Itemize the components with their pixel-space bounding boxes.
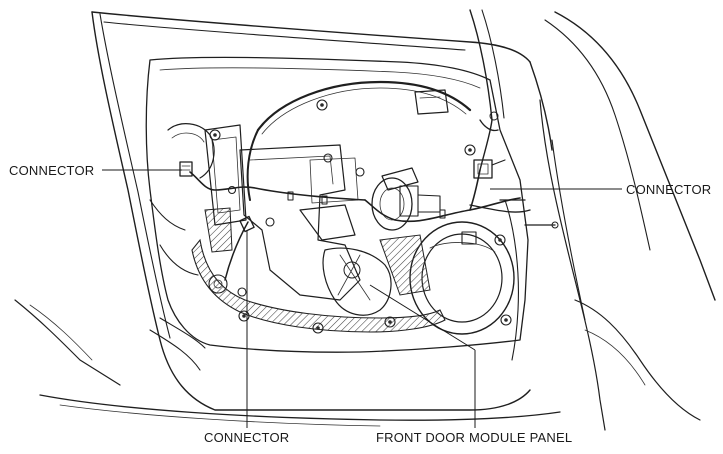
window-regulator-cable	[246, 80, 472, 201]
door-outer-frame	[14, 9, 716, 431]
inner-handle-area	[149, 123, 215, 276]
inner-panel-outline	[145, 56, 529, 361]
connector-label-left: CONNECTOR	[9, 163, 94, 178]
regulator-bracket	[204, 124, 392, 316]
module-panel-hatched-rib	[191, 207, 446, 333]
callout-leaders	[102, 169, 622, 428]
connector-label-right: CONNECTOR	[626, 182, 711, 197]
connector-right	[473, 159, 506, 179]
connector-left	[179, 161, 193, 177]
connector-bottom	[239, 215, 255, 233]
regulator-motor	[371, 167, 441, 231]
module-panel-label: FRONT DOOR MODULE PANEL	[376, 430, 572, 445]
panel-fasteners	[208, 99, 512, 334]
connector-label-bottom: CONNECTOR	[204, 430, 289, 445]
glass-guide-bracket	[414, 89, 449, 115]
wiring-harness	[189, 111, 559, 281]
